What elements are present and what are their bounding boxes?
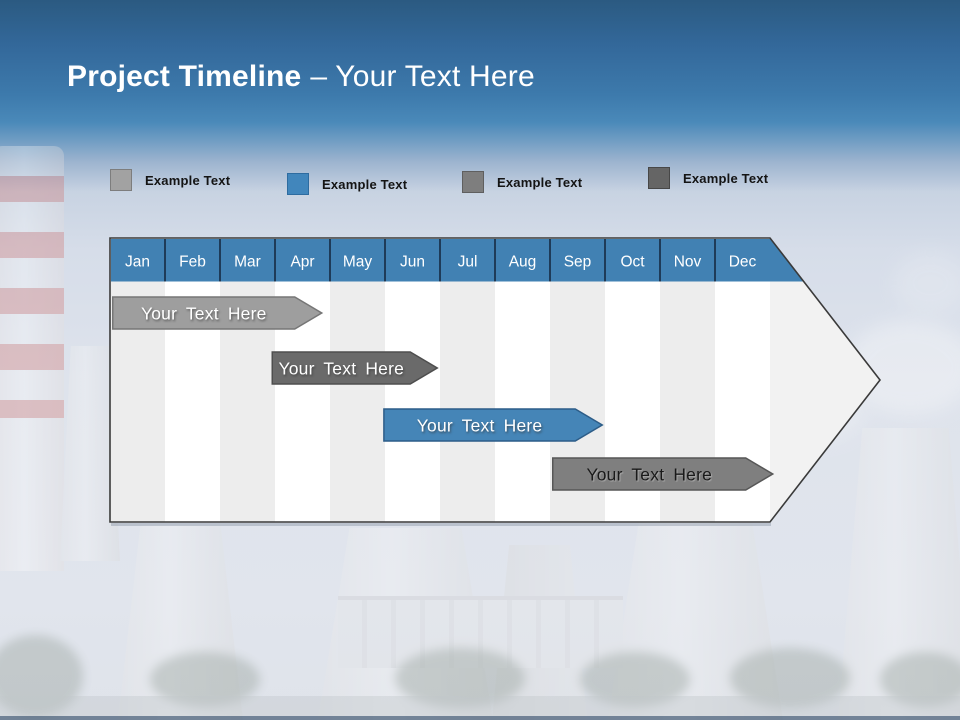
task-bar (383, 408, 604, 442)
tree-shape (150, 652, 260, 707)
timeline-gantt-chart: Jan Feb Mar Apr May Jun Jul Aug Sep Oct Nov DecYour… (109, 237, 882, 526)
month-column-stripe (495, 281, 550, 522)
cooling-tower-shape (838, 428, 960, 720)
legend-item: Example Text (110, 169, 230, 191)
month-column-stripe (440, 281, 495, 522)
month-label: Jun (400, 254, 425, 271)
legend-item: Example Text (287, 173, 407, 195)
month-column-stripe (330, 281, 385, 522)
tree-shape (395, 648, 525, 708)
legend-item: Example Text (648, 167, 768, 189)
tree-shape (0, 635, 83, 717)
smoke-plume (893, 252, 960, 314)
legend-swatch (462, 171, 484, 193)
month-label: Sep (564, 254, 592, 271)
industrial-building-shape (338, 596, 623, 668)
task-bar (112, 296, 324, 330)
legend-swatch (110, 169, 132, 191)
legend-item: Example Text (462, 171, 582, 193)
month-label: Mar (234, 254, 261, 271)
legend-label: Example Text (497, 174, 583, 190)
legend-label: Example Text (145, 172, 231, 188)
title-main: Project Timeline (67, 60, 302, 93)
month-label: May (343, 254, 373, 271)
legend-label: Example Text (322, 176, 408, 192)
task-bar (271, 351, 439, 385)
chimney-stripes (0, 146, 64, 418)
month-header-band (111, 239, 804, 282)
month-label: Oct (620, 254, 645, 271)
title-suffix: – Your Text Here (310, 60, 535, 93)
cooling-tower-shape (492, 545, 587, 720)
tree-shape (730, 648, 850, 708)
striped-chimney-shape (0, 146, 64, 571)
month-label: Jan (125, 254, 150, 271)
bottom-bar (0, 716, 960, 720)
task-bar-label: Your Text Here (417, 416, 543, 436)
tree-shape (880, 652, 960, 707)
month-label: Aug (509, 254, 537, 271)
month-label: Apr (290, 254, 314, 271)
month-label: Jul (458, 254, 478, 271)
legend-label: Example Text (683, 170, 769, 186)
month-label: Feb (179, 254, 206, 271)
task-bar-label: Your Text Here (586, 465, 712, 485)
task-bar (552, 457, 775, 491)
cooling-tower-shape (318, 528, 493, 720)
task-bar-label: Your Text Here (278, 359, 404, 379)
cooling-tower-shape (118, 525, 243, 720)
cooling-tower-shape (608, 518, 783, 720)
tree-shape (580, 652, 690, 707)
month-column-stripe (385, 281, 440, 522)
legend-swatch (648, 167, 670, 189)
slide-title: Project Timeline– Your Text Here (67, 60, 535, 94)
month-label: Nov (674, 254, 702, 271)
arrow-outline (109, 237, 882, 523)
legend-swatch (287, 173, 309, 195)
task-bar-label: Your Text Here (141, 304, 267, 324)
month-label: Dec (729, 254, 757, 271)
